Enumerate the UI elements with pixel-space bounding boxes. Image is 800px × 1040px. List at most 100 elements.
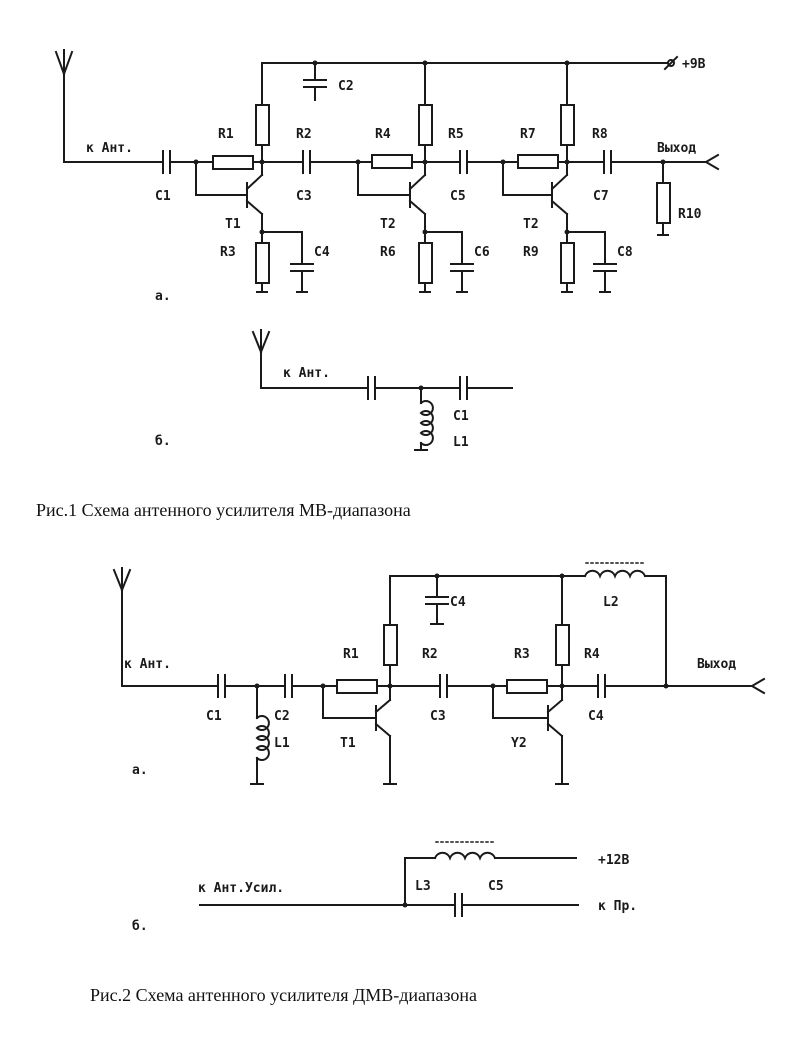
resistor-r7	[517, 154, 559, 169]
capacitor-c1	[217, 674, 226, 698]
transistor-t1	[374, 698, 392, 738]
label-c5: C5	[450, 189, 466, 204]
supply-label: +12В	[598, 853, 629, 868]
capacitor-c8	[593, 263, 617, 272]
label-l2: L2	[603, 595, 619, 610]
capacitor-c4-supply	[425, 596, 449, 605]
antenna-icon	[54, 49, 74, 163]
label-r1: R1	[343, 647, 359, 662]
figure1-caption: Рис.1 Схема антенного усилителя МВ-диапа…	[36, 500, 411, 520]
transistor-t2	[546, 698, 564, 738]
fig2b-schematic	[199, 851, 579, 917]
label-r6: R6	[380, 245, 396, 260]
capacitor-c5	[459, 150, 468, 174]
label-c1: C1	[453, 409, 469, 424]
label-r2: R2	[296, 127, 312, 142]
capacitor-c2	[303, 79, 327, 88]
label-t2-second: T2	[523, 217, 539, 232]
label-c4: C4	[314, 245, 330, 260]
capacitor-c1	[162, 150, 171, 174]
capacitor-c6	[450, 263, 474, 272]
capacitor-c2	[284, 674, 293, 698]
antenna-label: к Ант.	[124, 657, 171, 672]
resistor-r9	[560, 242, 575, 284]
label-c5: C5	[488, 879, 504, 894]
panel-label: а.	[132, 763, 148, 778]
inductor-l1	[255, 715, 270, 761]
label-t1: T1	[225, 217, 241, 232]
inductor-l2	[583, 569, 647, 579]
resistor-r6	[418, 242, 433, 284]
resistor-r2	[255, 104, 270, 146]
label-r1: R1	[218, 127, 234, 142]
label-t2: Y2	[511, 736, 527, 751]
antenna-icon	[251, 329, 271, 389]
label-c2: C2	[274, 709, 290, 724]
inductor-l3	[433, 851, 497, 861]
resistor-r3	[255, 242, 270, 284]
output-label: Выход	[657, 141, 696, 156]
antenna-label: к Ант.	[86, 141, 133, 156]
transistor-t2	[408, 173, 427, 216]
transistor-t2-second	[550, 173, 569, 216]
output-arrow-icon	[704, 153, 720, 171]
resistor-r10	[656, 182, 671, 224]
label-r2: R2	[422, 647, 438, 662]
resistor-r2	[383, 624, 398, 666]
label-r8: R8	[592, 127, 608, 142]
label-t2: T2	[380, 217, 396, 232]
label-c6: C6	[474, 245, 490, 260]
label-c3: C3	[296, 189, 312, 204]
label-c8: C8	[617, 245, 633, 260]
resistor-r4	[371, 154, 413, 169]
label-c1: C1	[206, 709, 222, 724]
capacitor-input	[367, 376, 376, 400]
output-label: Выход	[697, 657, 736, 672]
label-l1: L1	[453, 435, 469, 450]
resistor-r5	[418, 104, 433, 146]
label-r7: R7	[520, 127, 536, 142]
capacitor-c3	[302, 150, 311, 174]
capacitor-c4-output	[597, 674, 606, 698]
inductor-l1	[419, 400, 434, 446]
input-label: к Ант.Усил.	[198, 881, 284, 896]
resistor-r4	[555, 624, 570, 666]
label-t1: T1	[340, 736, 356, 751]
resistor-r3	[506, 679, 548, 694]
panel-label: б.	[132, 919, 148, 934]
fig2a-schematic	[112, 567, 766, 785]
label-r5: R5	[448, 127, 464, 142]
label-r9: R9	[523, 245, 539, 260]
output-arrow-icon	[750, 677, 766, 695]
label-c7: C7	[593, 189, 609, 204]
antenna-label: к Ант.	[283, 366, 330, 381]
supply-terminal-icon	[663, 55, 679, 71]
transistor-t1	[245, 173, 264, 216]
label-c4-output: C4	[588, 709, 604, 724]
resistor-r8	[560, 104, 575, 146]
capacitor-c3	[439, 674, 448, 698]
capacitor-c4	[290, 263, 314, 272]
label-r3: R3	[514, 647, 530, 662]
resistor-r1	[212, 155, 254, 170]
fig1b-schematic	[251, 329, 513, 451]
label-l3: L3	[415, 879, 431, 894]
label-r3: R3	[220, 245, 236, 260]
label-r4: R4	[375, 127, 391, 142]
label-c1: C1	[155, 189, 171, 204]
figure2-caption: Рис.2 Схема антенного усилителя ДМВ-диап…	[90, 985, 478, 1005]
resistor-r1	[336, 679, 378, 694]
capacitor-c7	[603, 150, 612, 174]
label-r10: R10	[678, 207, 702, 222]
antenna-icon	[112, 567, 132, 687]
capacitor-c1	[459, 376, 468, 400]
label-l1: L1	[274, 736, 290, 751]
label-c4-supply: C4	[450, 595, 466, 610]
panel-label: б.	[155, 434, 171, 449]
label-c3: C3	[430, 709, 446, 724]
fig1a-schematic	[54, 49, 720, 293]
receiver-label: к Пр.	[598, 899, 637, 914]
label-c2: C2	[338, 79, 354, 94]
supply-label: +9В	[682, 57, 706, 72]
